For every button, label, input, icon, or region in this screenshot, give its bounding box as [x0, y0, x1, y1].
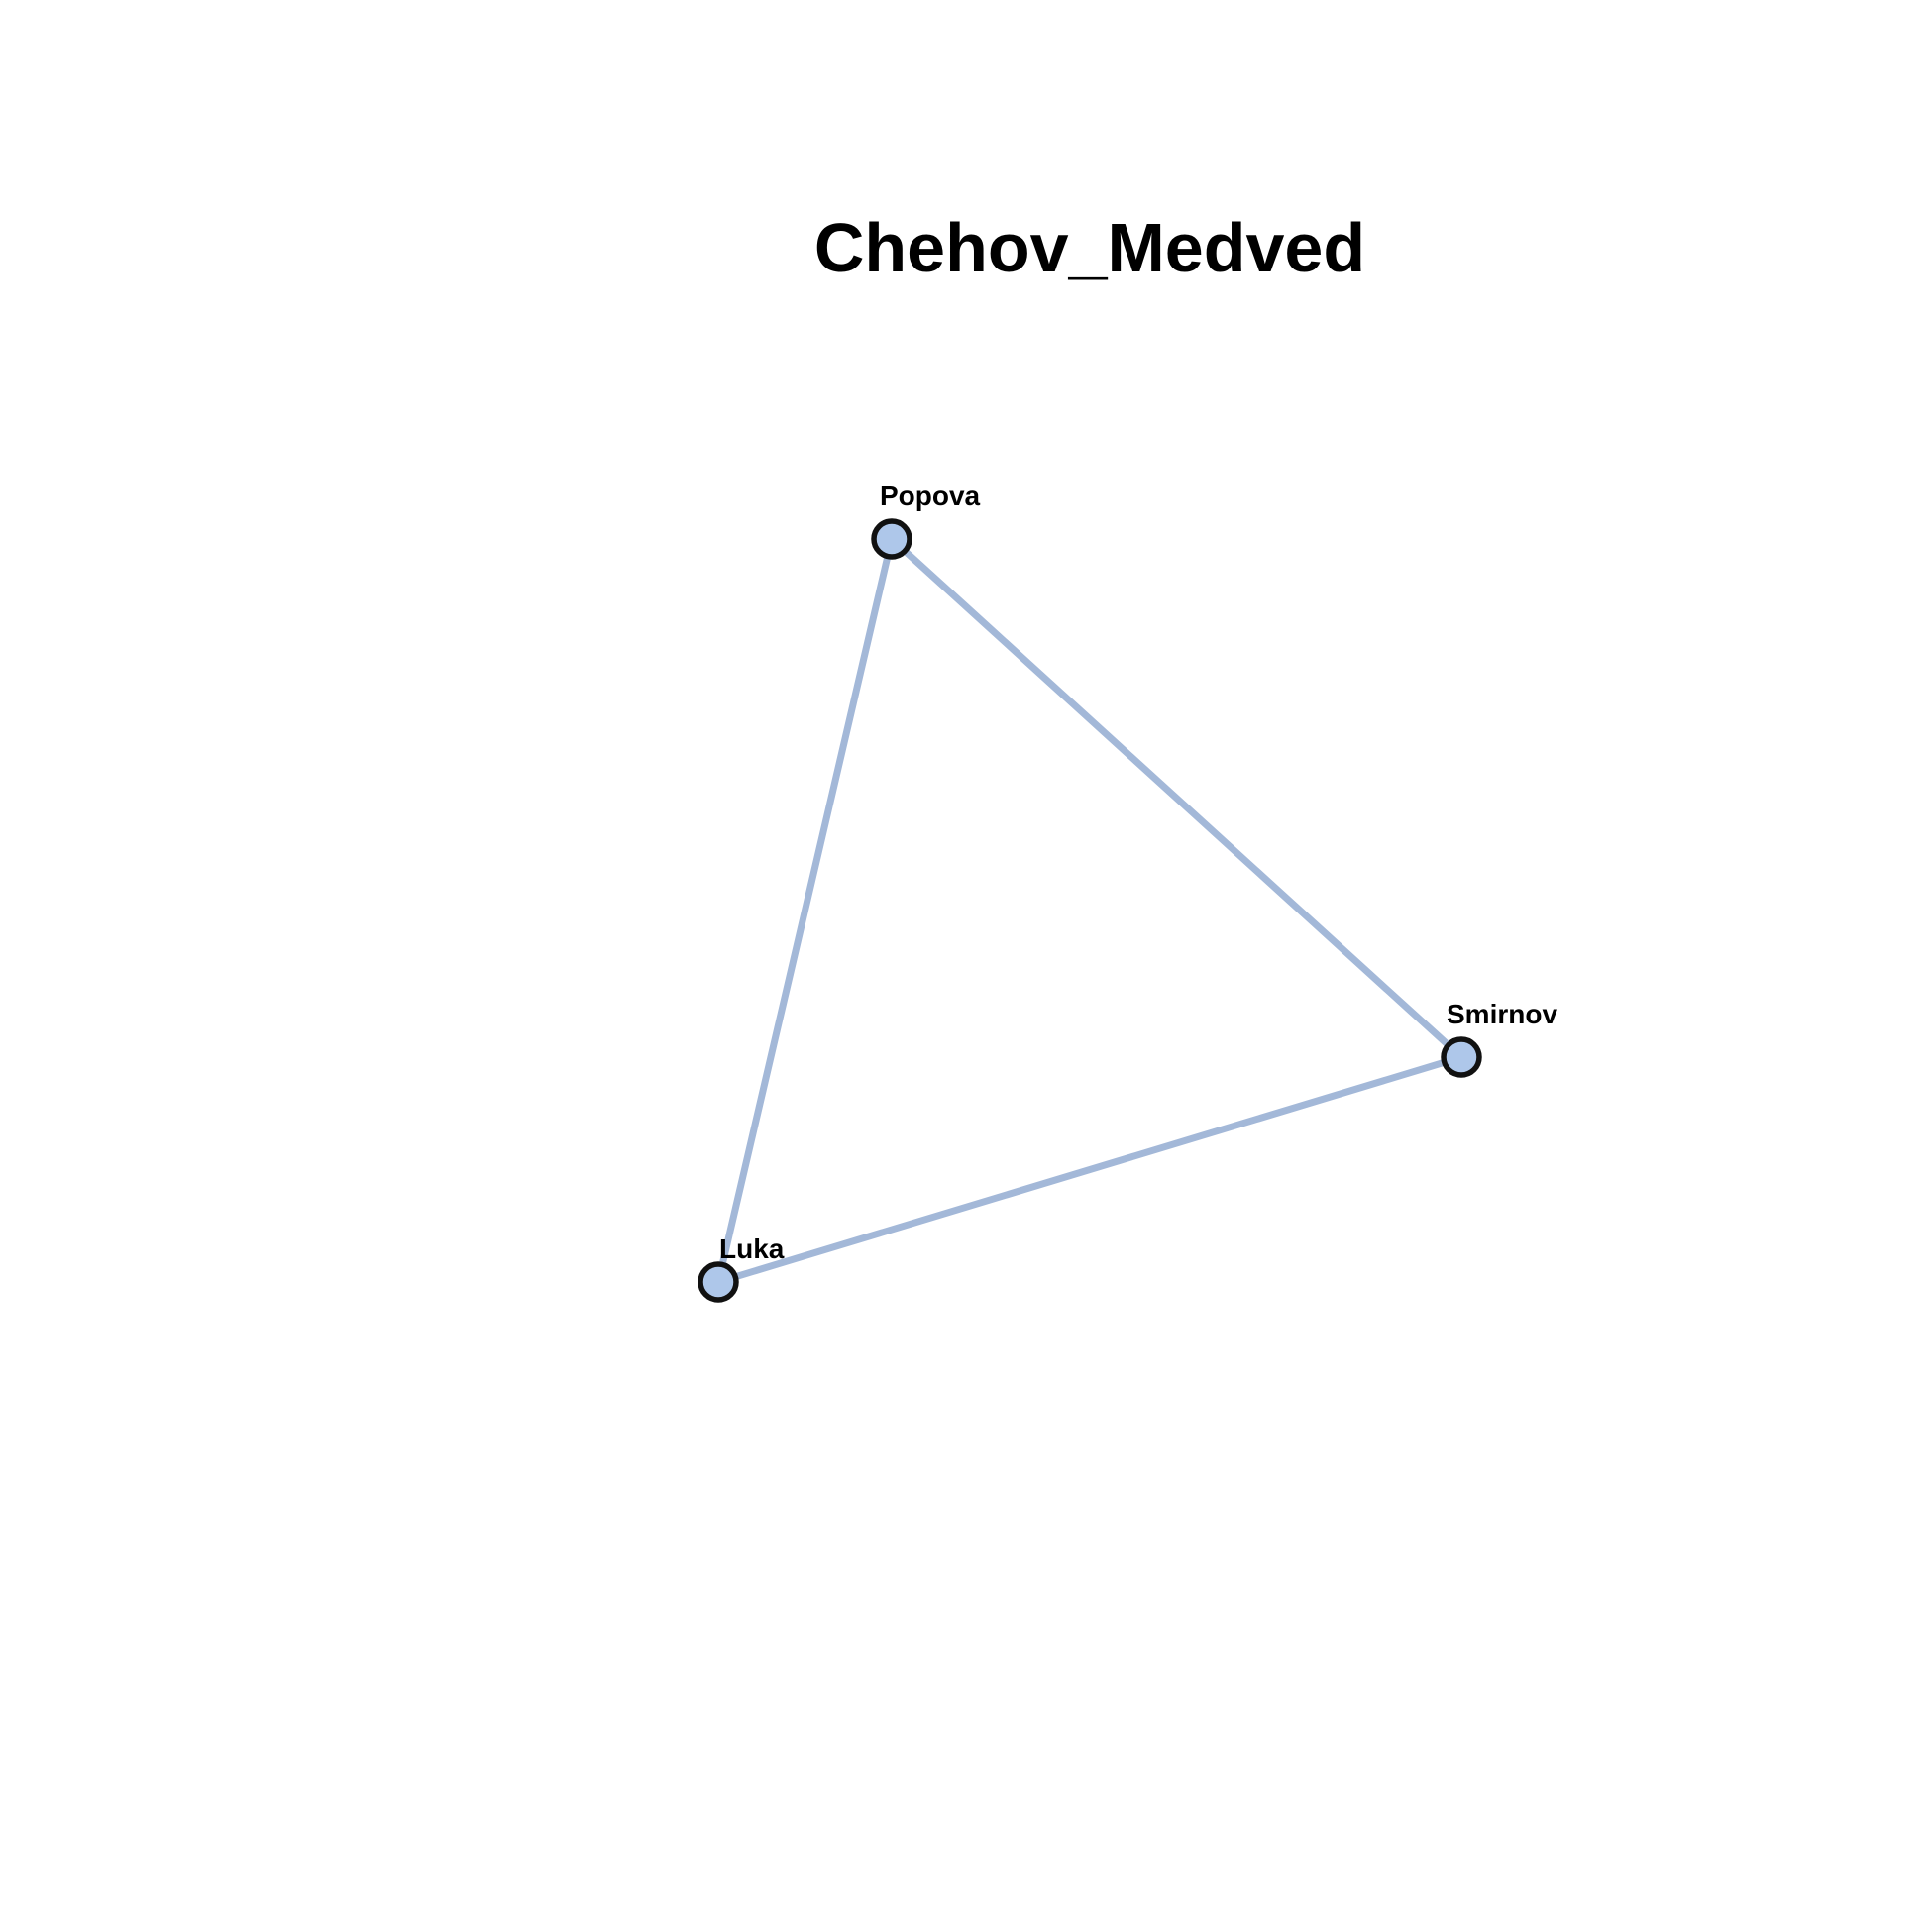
- edge-popova-luka: [714, 535, 896, 1286]
- node-luka: [698, 1261, 739, 1303]
- edge-popova-smirnov: [888, 535, 1465, 1061]
- node-label-luka: Luka: [719, 1234, 785, 1264]
- graph-title: Chehov_Medved: [814, 209, 1365, 286]
- node-popova: [871, 518, 912, 560]
- node-label-popova: Popova: [880, 481, 981, 511]
- nodes-layer: [698, 518, 1482, 1303]
- node-label-smirnov: Smirnov: [1447, 999, 1557, 1029]
- edges-layer: [714, 535, 1465, 1286]
- node-smirnov: [1441, 1036, 1482, 1078]
- edge-luka-smirnov: [714, 1053, 1465, 1286]
